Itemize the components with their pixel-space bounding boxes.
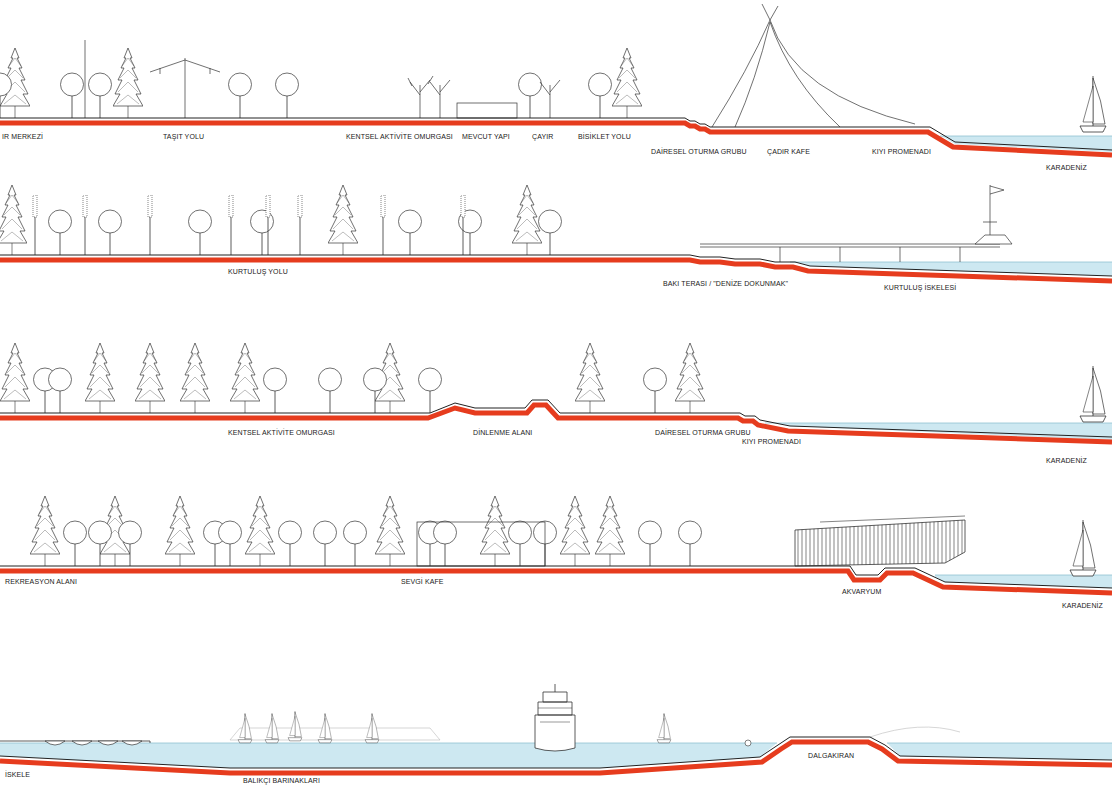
section-label: BAKI TERASI / "DENİZE DOKUNMAK" bbox=[663, 280, 788, 288]
section-label: KURTULUŞ YOLU bbox=[228, 268, 288, 276]
section-label: DALGAKIRAN bbox=[808, 752, 854, 760]
section-label: BİSİKLET YOLU bbox=[578, 133, 631, 141]
section-label: MEVCUT YAPI bbox=[462, 133, 510, 141]
section-label: IR MERKEZİ bbox=[2, 133, 43, 141]
section-label: KARADENİZ bbox=[1046, 164, 1087, 172]
section-label: KENTSEL AKTİVİTE OMURGASI bbox=[228, 429, 335, 437]
section-label: TAŞIT YOLU bbox=[163, 133, 204, 141]
section-label: ÇADIR KAFE bbox=[767, 148, 810, 156]
section-label: KENTSEL AKTİVİTE OMURGASI bbox=[346, 133, 453, 141]
section-label: AKVARYUM bbox=[842, 588, 881, 596]
section-label: SEVGİ KAFE bbox=[401, 578, 444, 586]
section-label: ÇAYIR bbox=[532, 133, 553, 141]
section-label: BALIKÇI BARINAKLARI bbox=[243, 777, 320, 785]
section-label: REKREASYON ALANI bbox=[5, 578, 77, 586]
section-label: DAİRESEL OTURMA GRUBU bbox=[651, 148, 747, 156]
section-label: KARADENİZ bbox=[1046, 457, 1087, 465]
section-label: DAİRESEL OTURMA GRUBU bbox=[655, 429, 751, 437]
section-label: KIYI PROMENADI bbox=[872, 148, 931, 156]
section-label: İSKELE bbox=[5, 771, 30, 779]
section-label: KURTULUŞ İSKELESİ bbox=[884, 284, 956, 292]
section-label: DİNLENME ALANI bbox=[473, 429, 532, 437]
section-label: KIYI PROMENADI bbox=[742, 438, 801, 446]
section-label: KARADENİZ bbox=[1062, 602, 1103, 610]
